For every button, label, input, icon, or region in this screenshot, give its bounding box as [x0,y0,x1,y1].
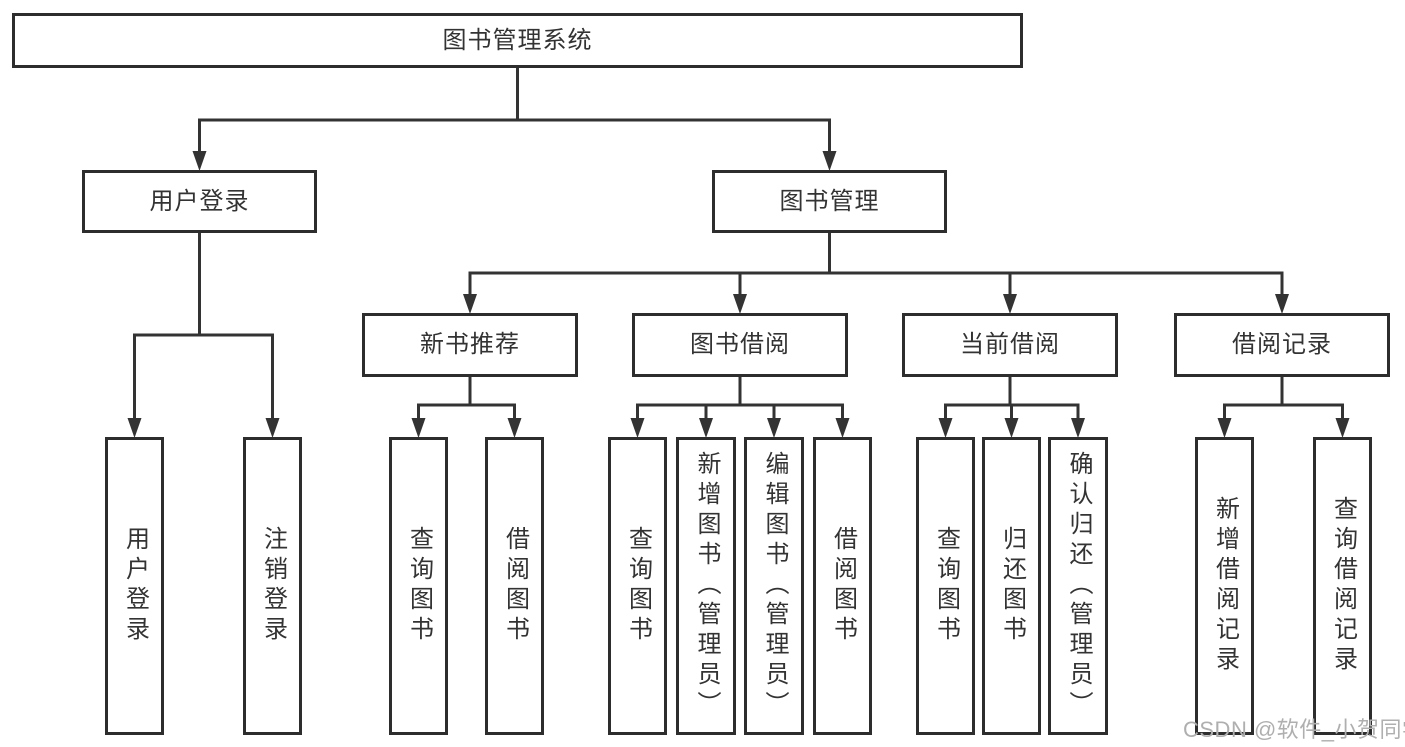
watermark: CSDN @软件_小贺同学 [1183,717,1405,742]
node-leaf-edit-book-admin: 编辑图书（管理员） [744,437,804,735]
node-label-leaf-borrow-book: 借阅图书 [829,526,857,646]
node-label-leaf-logout: 注销登录 [259,526,287,646]
node-label-leaf-add-book-admin: 新增图书（管理员） [693,451,720,721]
node-leaf-return-book: 归还图书 [982,437,1041,735]
node-root: 图书管理系统 [12,13,1023,68]
node-label-leaf-query-book-borrow: 查询图书 [624,526,652,646]
node-leaf-add-book-admin: 新增图书（管理员） [676,437,736,735]
node-leaf-confirm-return-admin: 确认归还（管理员） [1048,437,1108,735]
node-label-leaf-edit-book-admin: 编辑图书（管理员） [761,451,788,721]
node-label-leaf-query-book-current: 查询图书 [932,526,960,646]
node-leaf-logout: 注销登录 [243,437,302,735]
node-label-user-login: 用户登录 [149,187,250,215]
node-label-leaf-query-borrow-record: 查询借阅记录 [1329,496,1357,676]
node-label-current-borrow: 当前借阅 [960,331,1060,358]
node-leaf-add-borrow-record: 新增借阅记录 [1195,437,1254,735]
node-book-borrow: 图书借阅 [632,313,848,377]
node-current-borrow: 当前借阅 [902,313,1118,377]
node-label-borrow-record: 借阅记录 [1232,331,1332,358]
node-label-book-management: 图书管理 [779,187,880,215]
node-book-management: 图书管理 [712,170,947,233]
node-label-book-borrow: 图书借阅 [690,331,790,358]
node-leaf-borrow-book-recommend: 借阅图书 [485,437,544,735]
node-label-leaf-query-book-recommend: 查询图书 [405,526,433,646]
node-label-leaf-confirm-return-admin: 确认归还（管理员） [1065,451,1092,721]
node-label-root: 图书管理系统 [442,26,593,54]
node-leaf-query-book-recommend: 查询图书 [389,437,448,735]
node-leaf-query-book-current: 查询图书 [916,437,975,735]
node-label-new-book-recommend: 新书推荐 [420,331,520,358]
node-leaf-user-login: 用户登录 [105,437,164,735]
node-new-book-recommend: 新书推荐 [362,313,578,377]
node-leaf-query-book-borrow: 查询图书 [608,437,667,735]
node-label-leaf-add-borrow-record: 新增借阅记录 [1211,496,1239,676]
node-leaf-borrow-book: 借阅图书 [813,437,872,735]
node-label-leaf-return-book: 归还图书 [998,526,1026,646]
node-label-leaf-user-login: 用户登录 [121,526,149,646]
node-label-leaf-borrow-book-recommend: 借阅图书 [501,526,529,646]
node-borrow-record: 借阅记录 [1174,313,1390,377]
node-user-login: 用户登录 [82,170,317,233]
node-leaf-query-borrow-record: 查询借阅记录 [1313,437,1372,735]
